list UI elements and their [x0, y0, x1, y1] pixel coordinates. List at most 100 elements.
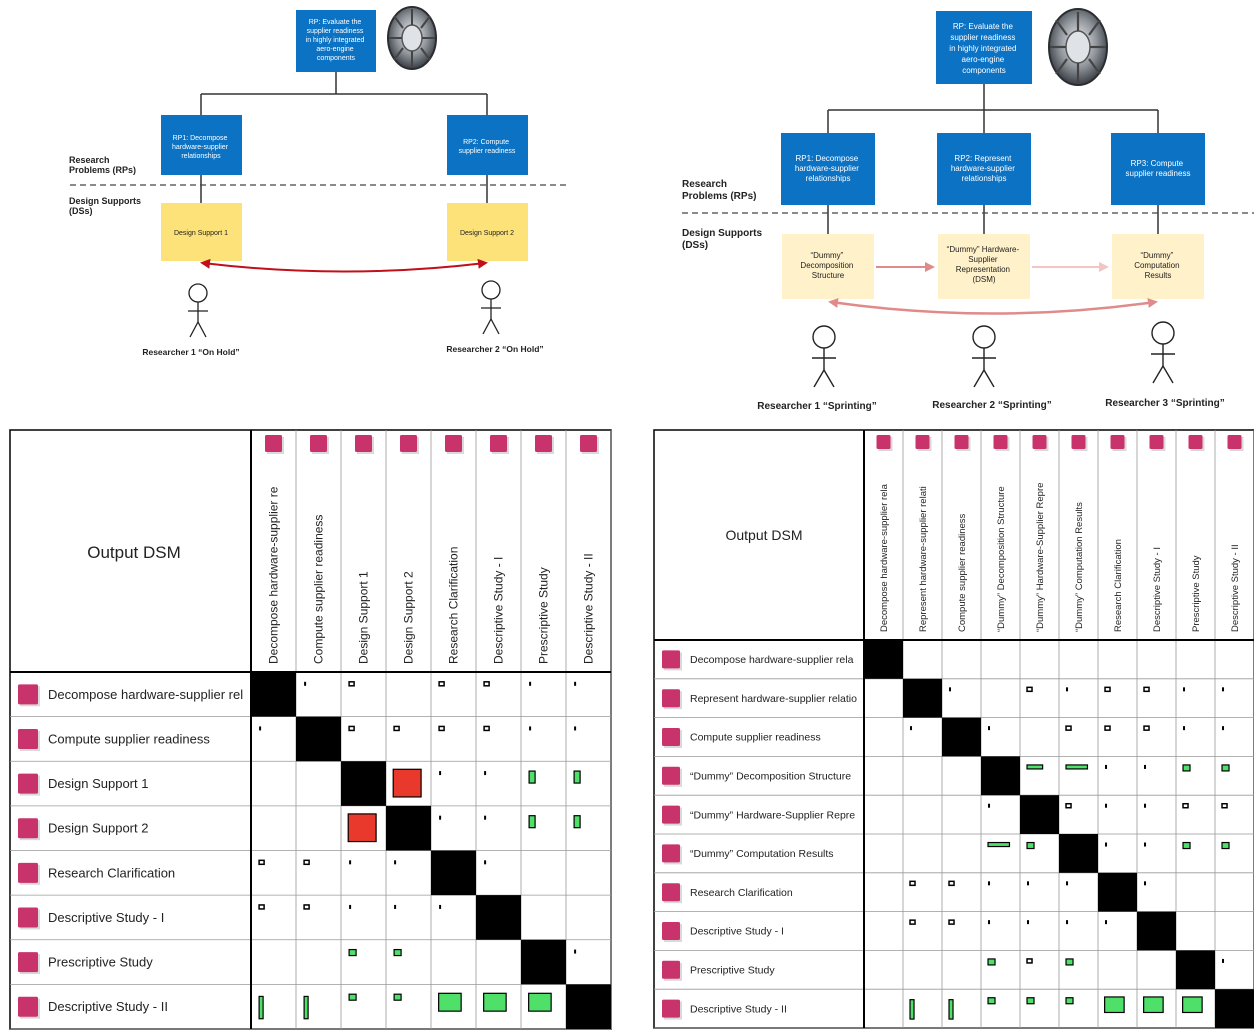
column-header: Represent hardware-supplier relati — [915, 435, 932, 632]
design-supports-label: Design Supports (DSs) — [682, 228, 765, 251]
dependency-mark-tick — [1222, 726, 1225, 731]
column-label: Design Support 1 — [357, 571, 371, 664]
research-problems-label: Research Problems (RPs) — [69, 155, 136, 175]
researcher-2-figure — [972, 325, 996, 388]
row-header: “Dummy” Decomposition Structure — [662, 766, 851, 787]
row-label: “Dummy” Hardware-Supplier Repre — [690, 809, 855, 821]
dependency-mark-tick — [1105, 764, 1108, 769]
rp-box: RP: Evaluate the supplier readiness in h… — [296, 10, 376, 72]
column-header: Compute supplier readiness — [954, 435, 971, 632]
diagonal-cell — [981, 756, 1020, 796]
row-label: “Dummy” Decomposition Structure — [690, 770, 851, 782]
dependency-mark-tick — [529, 726, 532, 731]
aero-engine-image — [1048, 8, 1108, 86]
researcher-2-figure — [481, 280, 501, 335]
dependency-mark-small — [348, 681, 355, 687]
column-label: “Dummy” Hardware-Supplier Repre — [1035, 483, 1046, 632]
row-header: “Dummy” Hardware-Supplier Repre — [662, 805, 855, 826]
dependency-mark-small — [948, 880, 955, 887]
column-label: “Dummy” Decomposition Structure — [996, 486, 1007, 632]
dependency-mark-tick — [1066, 881, 1069, 886]
column-header: Decompose hardware-supplier rela — [876, 435, 893, 632]
dependency-mark-small — [303, 859, 310, 866]
element-icon — [18, 684, 38, 705]
row-header: Descriptive Study - II — [662, 999, 787, 1020]
element-icon — [1188, 435, 1203, 449]
dependency-mark-green — [573, 815, 581, 829]
feedback-arrow — [200, 258, 488, 273]
dependency-mark-green — [393, 948, 402, 957]
row-header: Compute supplier readiness — [18, 728, 210, 751]
dependency-mark-small — [393, 725, 400, 732]
feedback-arrow — [828, 298, 1158, 315]
row-header: Descriptive Study - II — [18, 996, 168, 1019]
element-icon — [18, 907, 38, 928]
dependency-mark-green — [573, 770, 581, 784]
dependency-mark-tick — [988, 803, 991, 808]
dependency-mark-green — [528, 815, 536, 829]
dependency-mark-green — [1065, 997, 1074, 1005]
element-icon — [662, 766, 680, 785]
dsm-title: Output DSM — [725, 527, 802, 543]
row-header: Descriptive Study - I — [662, 922, 784, 942]
column-label: Research Clarification — [447, 547, 461, 664]
row-label: Compute supplier readiness — [690, 732, 821, 744]
row-header: Research Clarification — [18, 862, 175, 885]
dependency-mark-tick — [1105, 842, 1108, 847]
row-header: Design Support 2 — [18, 818, 148, 841]
dependency-mark-green — [1182, 764, 1191, 772]
element-icon — [580, 435, 597, 452]
dependency-mark-green — [1026, 841, 1035, 850]
rp-text: RP: Evaluate the supplier readiness in h… — [306, 19, 367, 62]
diagonal-cell — [296, 716, 341, 762]
row-label: Compute supplier readiness — [48, 731, 210, 746]
row-label: Descriptive Study - I — [48, 910, 164, 925]
dependency-mark-tick — [484, 815, 487, 820]
diagonal-cell — [341, 761, 386, 806]
dummy-computation-box: “Dummy” Computation Results — [1112, 234, 1204, 299]
column-label: Prescriptive Study — [1191, 555, 1202, 632]
rp3-box: RP3: Compute supplier readiness — [1111, 133, 1205, 205]
row-header: Prescriptive Study — [662, 960, 775, 981]
element-icon — [1032, 435, 1047, 449]
dependency-mark-tick — [1183, 726, 1186, 731]
dependency-mark-tick — [394, 860, 397, 865]
output-dsm-right: Output DSM Decompose hardware-supplier re… — [653, 429, 1254, 1029]
element-icon — [662, 883, 680, 902]
row-label: “Dummy” Computation Results — [690, 848, 834, 860]
row-label: Prescriptive Study — [690, 964, 775, 976]
element-icon — [662, 960, 680, 979]
diagonal-cell — [476, 895, 521, 940]
column-header: Prescriptive Study — [535, 435, 554, 664]
dependency-mark-tick — [349, 904, 352, 909]
dependency-mark-green — [483, 992, 507, 1012]
element-icon — [355, 435, 372, 452]
dependency-mark-tick — [988, 920, 991, 925]
researcher-3-figure — [1151, 321, 1175, 384]
dependency-mark-tick — [1105, 920, 1108, 925]
dependency-mark-tick — [949, 687, 952, 692]
row-label: Decompose hardware-supplier rela — [690, 654, 854, 666]
dependency-mark-small — [1026, 686, 1033, 693]
dependency-mark-tick — [484, 771, 487, 776]
top-left-diagram: RP: Evaluate the supplier readiness in h… — [69, 6, 570, 357]
dependency-mark-tick — [1066, 687, 1069, 692]
row-label: Represent hardware-supplier relatio — [690, 693, 857, 705]
aero-engine-image — [387, 6, 437, 70]
dependency-mark-small — [1221, 802, 1228, 809]
dependency-mark-green — [1221, 841, 1230, 850]
element-icon — [1227, 435, 1242, 449]
dependency-mark-tick — [1222, 958, 1225, 963]
element-icon — [662, 922, 680, 940]
dependency-mark-green — [987, 841, 1011, 848]
element-icon — [662, 999, 680, 1018]
dependency-mark-green — [303, 995, 309, 1020]
row-label: Descriptive Study - I — [690, 926, 784, 938]
dependency-mark-tick — [574, 681, 577, 686]
row-label: Design Support 2 — [48, 821, 148, 836]
dependency-mark-small — [909, 880, 916, 887]
diagonal-cell — [521, 939, 566, 985]
svg-text:RP2: Compute supplier re: RP2: Compute supplier readiness — [459, 139, 516, 155]
column-header: Compute supplier readiness — [310, 435, 329, 664]
